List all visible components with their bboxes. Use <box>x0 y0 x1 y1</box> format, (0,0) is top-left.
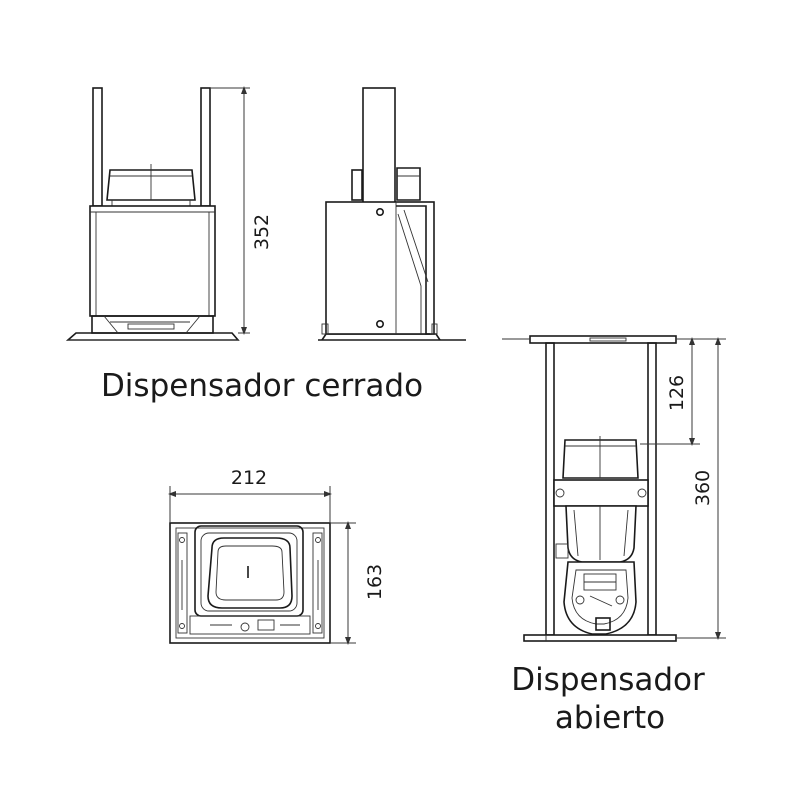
dimension-352: 352 <box>210 86 273 335</box>
open-view <box>502 335 690 642</box>
dim-352-label: 352 <box>251 214 273 250</box>
dimension-163: 163 <box>330 521 386 645</box>
dim-360-label: 360 <box>692 470 714 506</box>
label-open-line1: Dispensador <box>511 662 705 698</box>
label-closed: Dispensador cerrado <box>101 368 423 404</box>
dim-212-label: 212 <box>231 467 267 489</box>
dim-163-label: 163 <box>364 564 386 600</box>
dim-126-label: 126 <box>666 375 688 411</box>
dimension-212: 212 <box>168 467 332 523</box>
dimension-126: 126 <box>640 337 700 446</box>
side-view-closed <box>318 87 466 341</box>
dimension-360: 360 <box>676 337 726 640</box>
top-view <box>169 522 331 644</box>
label-open-line2: abierto <box>555 700 665 736</box>
front-view-closed <box>65 87 240 341</box>
